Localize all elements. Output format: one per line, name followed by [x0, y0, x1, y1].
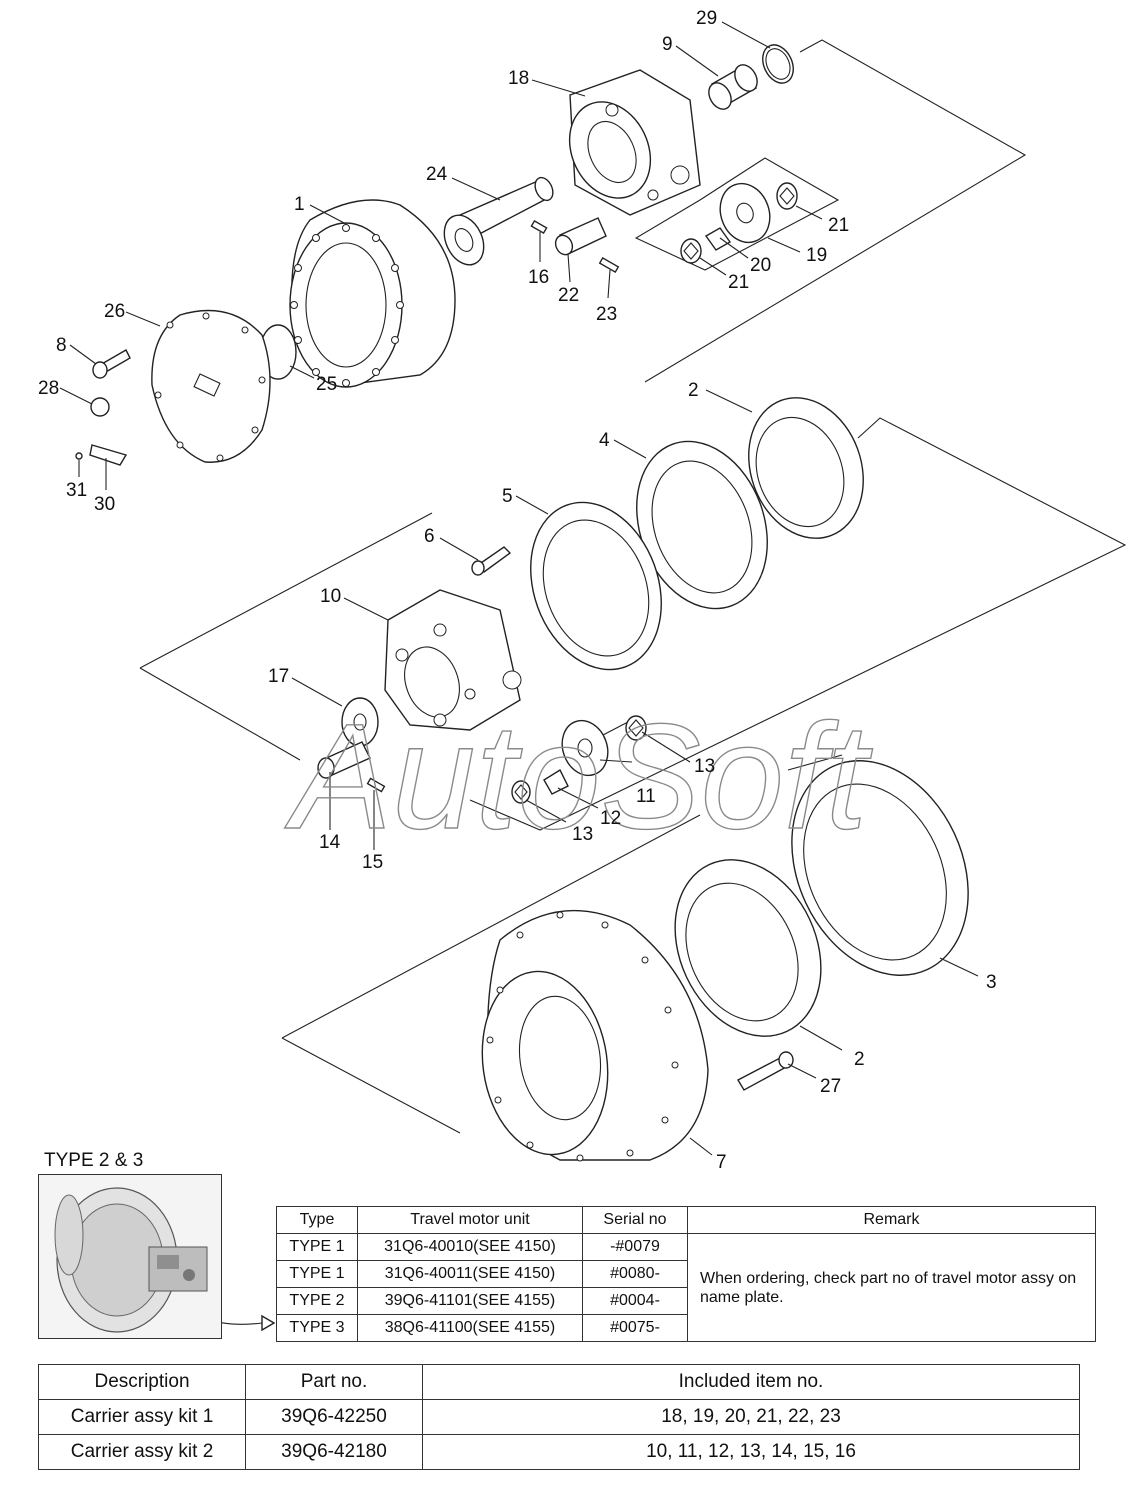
part-2-bearing-lower — [674, 859, 822, 1037]
part-27-bolt — [737, 1051, 794, 1091]
type-caption: TYPE 2 & 3 — [44, 1150, 144, 1171]
callout-21: 21 — [728, 272, 749, 293]
table-row: Carrier assy kit 2 39Q6-42180 10, 11, 12… — [38, 1434, 1080, 1470]
unit-cell: 38Q6-41100(SEE 4155) — [357, 1314, 583, 1342]
kit-table: Description Part no. Included item no. C… — [38, 1364, 1080, 1470]
callout-12: 12 — [600, 808, 621, 829]
callout-23: 23 — [596, 304, 617, 325]
parts-16-22-23-pins — [530, 217, 620, 274]
callout-19: 19 — [806, 245, 827, 266]
unit-cell: 31Q6-40010(SEE 4150) — [357, 1233, 583, 1261]
callout-11: 11 — [636, 786, 656, 807]
parts-8-28-30-31-fasteners — [75, 349, 131, 466]
callout-labels: 29 9 18 24 1 21 19 20 21 16 22 23 26 8 2… — [38, 8, 997, 1173]
part-no-cell: 39Q6-42250 — [245, 1399, 423, 1435]
callout-10: 10 — [320, 586, 341, 607]
type-cell: TYPE 2 — [276, 1287, 358, 1315]
part-29-snap-ring — [762, 44, 794, 84]
callout-25: 25 — [316, 374, 337, 395]
part-3-floating-seal — [791, 760, 969, 976]
travel-motor-photo — [38, 1174, 222, 1339]
callout-2: 2 — [688, 380, 699, 401]
part-7-hub — [481, 909, 709, 1162]
table-row: TYPE 2 39Q6-41101(SEE 4155) #0004- — [276, 1287, 1096, 1315]
callout-15: 15 — [362, 852, 383, 873]
part-5-gasket — [530, 501, 662, 671]
travel-motor-illustration — [54, 1187, 208, 1333]
callout-30: 30 — [94, 494, 115, 515]
serial-cell: #0004- — [582, 1287, 688, 1315]
callout-13: 13 — [694, 756, 715, 777]
serial-cell: -#0079 — [582, 1233, 688, 1261]
callout-20: 20 — [750, 255, 771, 276]
serial-header: Serial no — [582, 1206, 688, 1234]
callout-2: 2 — [854, 1049, 865, 1070]
part-no-cell: 39Q6-42180 — [245, 1434, 423, 1470]
callout-17: 17 — [268, 666, 289, 687]
remark-header: Remark — [687, 1206, 1096, 1234]
callout-8: 8 — [56, 335, 67, 356]
callout-3: 3 — [986, 972, 997, 993]
callout-7: 7 — [716, 1152, 727, 1173]
leader-lines — [59, 21, 979, 1156]
description-cell: Carrier assy kit 1 — [38, 1399, 246, 1435]
unit-cell: 39Q6-41101(SEE 4155) — [357, 1287, 583, 1315]
type-cell: TYPE 3 — [276, 1314, 358, 1342]
callout-5: 5 — [502, 486, 513, 507]
callout-13: 13 — [572, 824, 593, 845]
unit-cell: 31Q6-40011(SEE 4150) — [357, 1260, 583, 1288]
callout-21: 21 — [828, 215, 849, 236]
housing-bolt-holes — [290, 224, 404, 387]
part-1-ring-gear-housing — [289, 199, 456, 388]
serial-cell: #0075- — [582, 1314, 688, 1342]
watermark-text: AutoSoft — [284, 692, 873, 860]
callout-18: 18 — [508, 68, 529, 89]
callout-27: 27 — [820, 1076, 841, 1097]
part-no-header: Part no. — [245, 1364, 423, 1400]
remark-cell: When ordering, check part no of travel m… — [687, 1233, 1096, 1342]
description-cell: Carrier assy kit 2 — [38, 1434, 246, 1470]
part-18-carrier — [568, 69, 701, 216]
callout-9: 9 — [662, 34, 673, 55]
part-6-bolt — [471, 546, 512, 576]
part-2-bearing-upper — [748, 397, 864, 539]
unit-header: Travel motor unit — [357, 1206, 583, 1234]
part-10-carrier — [384, 589, 522, 731]
part-4-flange — [636, 440, 768, 610]
included-items-cell: 10, 11, 12, 13, 14, 15, 16 — [422, 1434, 1080, 1470]
table-row: TYPE 3 38Q6-41100(SEE 4155) #0075- — [276, 1314, 1096, 1342]
callout-29: 29 — [696, 8, 717, 29]
included-items-cell: 18, 19, 20, 21, 22, 23 — [422, 1399, 1080, 1435]
callout-31: 31 — [66, 480, 87, 501]
table-row: Carrier assy kit 1 39Q6-42250 18, 19, 20… — [38, 1399, 1080, 1435]
part-24-shaft — [443, 176, 554, 266]
callout-28: 28 — [38, 378, 59, 399]
callout-24: 24 — [426, 164, 448, 185]
callout-6: 6 — [424, 526, 435, 547]
part-26-cover — [151, 309, 271, 463]
callout-4: 4 — [599, 430, 610, 451]
table-row: TYPE 1 31Q6-40010(SEE 4150) -#0079 When … — [276, 1233, 1096, 1342]
description-header: Description — [38, 1364, 246, 1400]
callout-22: 22 — [558, 285, 579, 306]
serial-cell: #0080- — [582, 1260, 688, 1288]
callout-16: 16 — [528, 267, 549, 288]
table-row: TYPE 1 31Q6-40011(SEE 4150) #0080- — [276, 1260, 1096, 1288]
type-cell: TYPE 1 — [276, 1233, 358, 1261]
type-header: Type — [276, 1206, 358, 1234]
callout-14: 14 — [319, 832, 341, 853]
type-cell: TYPE 1 — [276, 1260, 358, 1288]
included-items-header: Included item no. — [422, 1364, 1080, 1400]
parts-19-20-21-gear-set — [680, 182, 798, 264]
type-table: Type Travel motor unit Serial no Remark … — [276, 1206, 1096, 1342]
part-9-bushing — [708, 64, 758, 110]
callout-26: 26 — [104, 301, 125, 322]
callout-1: 1 — [294, 194, 305, 215]
